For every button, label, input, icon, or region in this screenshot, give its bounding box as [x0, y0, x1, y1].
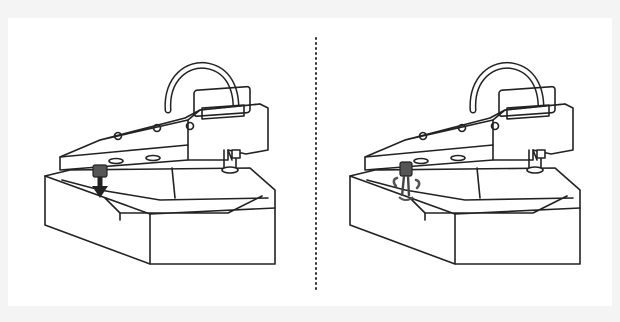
sink-with-flap-and-drain-cap-icon — [45, 65, 275, 264]
step-1-scene — [45, 65, 275, 264]
sink-with-flap-and-installed-fitting-icon — [350, 65, 580, 264]
step-2-scene — [350, 65, 580, 264]
drain-cap — [93, 165, 107, 177]
